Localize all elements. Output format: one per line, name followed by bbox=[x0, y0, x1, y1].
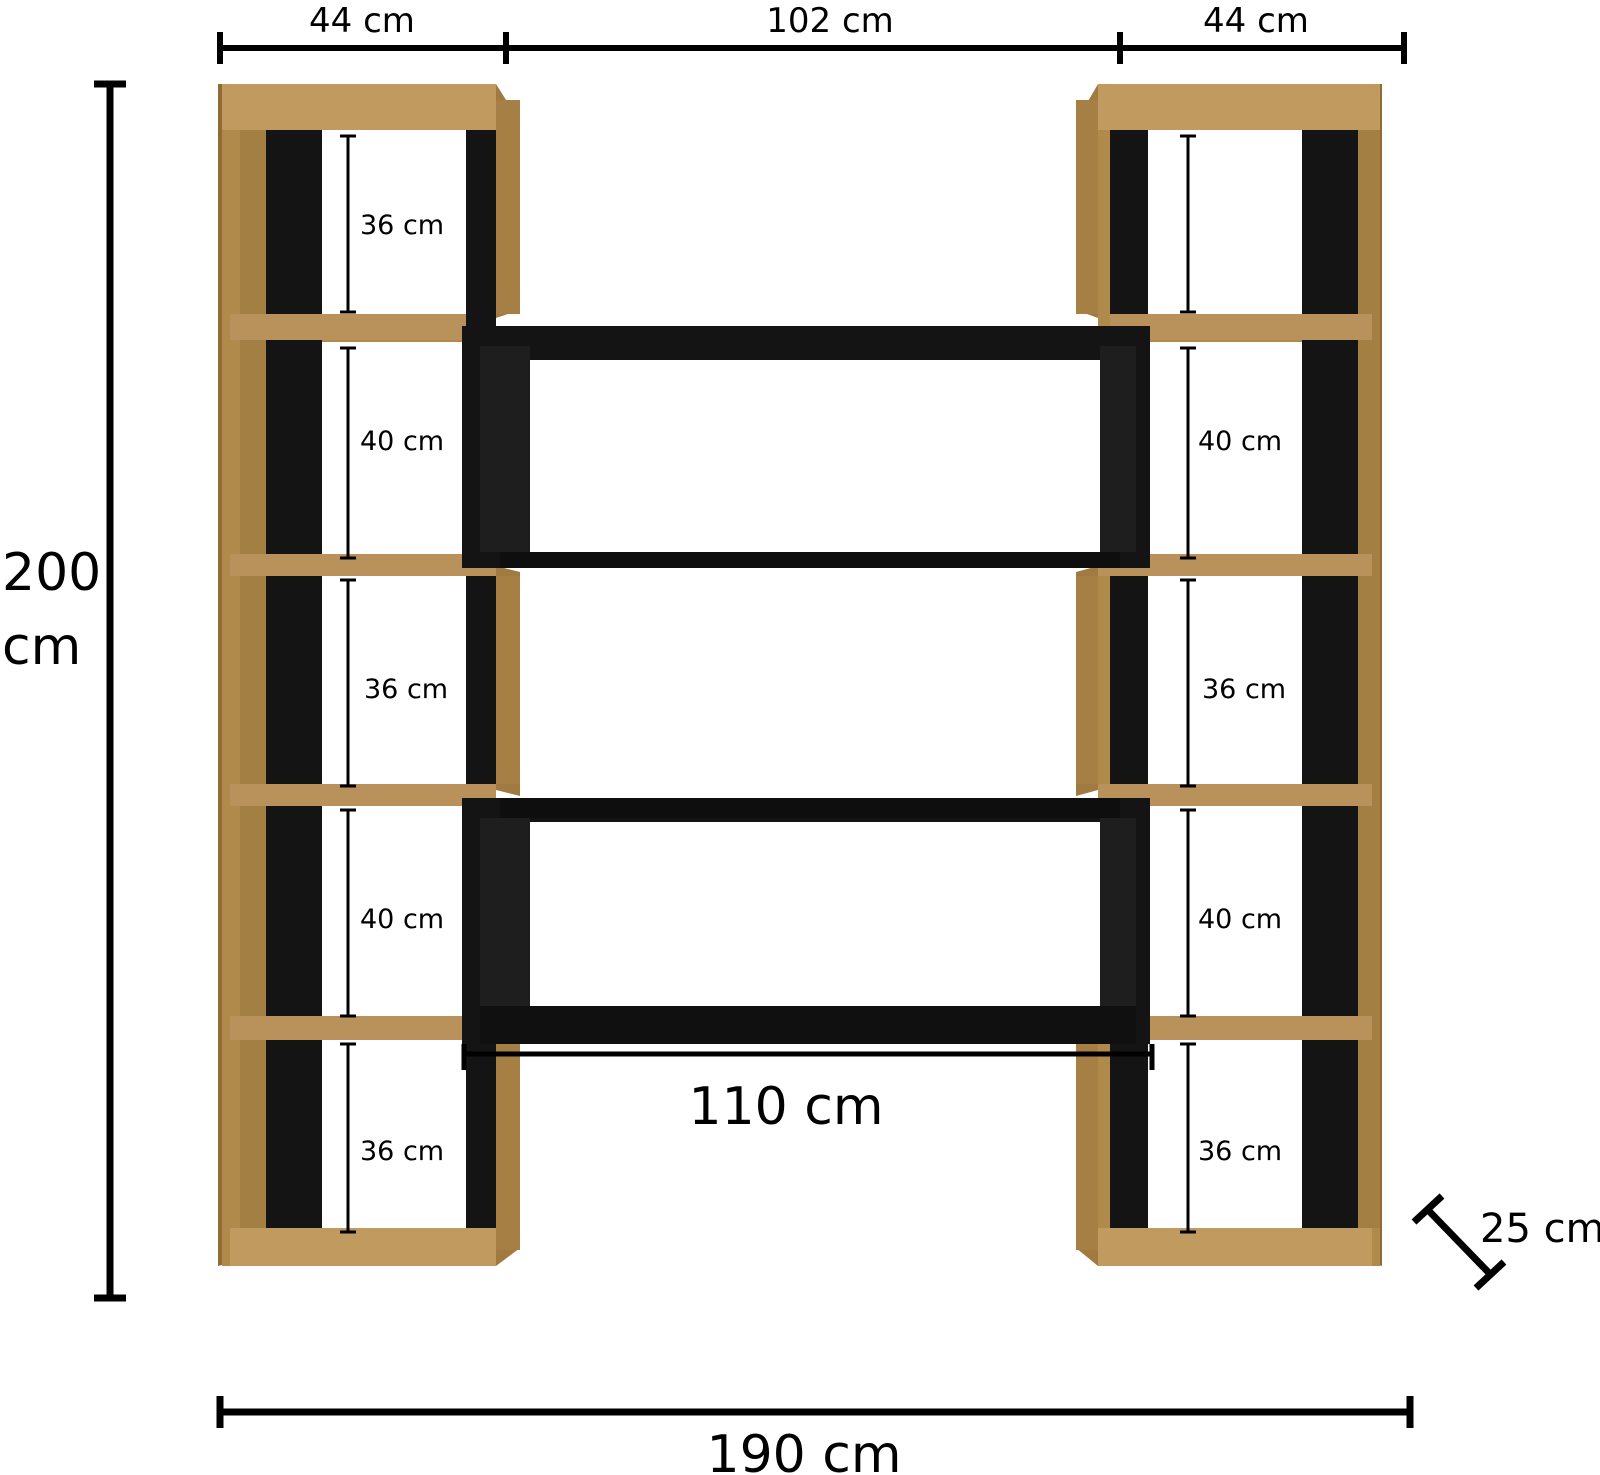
top-right-width-label: 44 cm bbox=[1203, 1, 1309, 41]
left-column-base bbox=[230, 1228, 496, 1266]
depth-dimension-line bbox=[1425, 1207, 1493, 1277]
top-left-width-label: 44 cm bbox=[309, 1, 415, 41]
upper-box-left-inner bbox=[480, 346, 530, 552]
total-width-label: 190 cm bbox=[706, 1425, 901, 1475]
total-width-dimension bbox=[216, 1396, 1414, 1428]
right-shelf-1 bbox=[1110, 314, 1372, 340]
upper-box-bottom-shelf bbox=[500, 552, 1120, 568]
left-shelf-3 bbox=[230, 784, 496, 806]
top-center-width-label: 102 cm bbox=[766, 1, 894, 41]
right-height-label-2: 36 cm bbox=[1202, 674, 1286, 705]
left-height-label-2: 40 cm bbox=[360, 426, 444, 457]
lower-box-right-inner bbox=[1100, 818, 1136, 1014]
height-dimension bbox=[94, 80, 126, 1302]
center-bottom-width-label: 110 cm bbox=[688, 1077, 883, 1137]
left-back-strip-inner bbox=[466, 130, 496, 1228]
upper-box-right-inner bbox=[1100, 346, 1136, 552]
right-height-labels: 40 cm 36 cm 40 cm 36 cm bbox=[1198, 426, 1286, 1167]
right-column-base bbox=[1098, 1228, 1372, 1266]
left-inner-edge-bottom bbox=[496, 1040, 520, 1250]
left-inner-wood-wall bbox=[240, 130, 266, 1228]
lower-box-bottom-shelf bbox=[480, 1006, 1136, 1044]
right-inner-edge-mid bbox=[1076, 576, 1098, 784]
right-column-top bbox=[1098, 84, 1380, 130]
right-height-markers bbox=[1180, 134, 1196, 1234]
left-height-label-3: 36 cm bbox=[364, 674, 448, 705]
left-height-labels: 36 cm 40 cm 36 cm 40 cm 36 cm bbox=[360, 210, 448, 1167]
left-height-label-5: 36 cm bbox=[360, 1136, 444, 1167]
right-wood-column bbox=[1076, 84, 1382, 1266]
right-opening-1 bbox=[1148, 130, 1302, 314]
right-shelf-3 bbox=[1098, 784, 1372, 806]
height-unit-label: cm bbox=[2, 617, 81, 677]
left-wood-column bbox=[218, 84, 520, 1266]
left-shelf-1 bbox=[230, 314, 466, 340]
right-inner-wood-wall bbox=[1358, 130, 1380, 1228]
right-opening-3 bbox=[1148, 576, 1302, 784]
right-height-label-1: 40 cm bbox=[1198, 426, 1282, 457]
lower-box-left-inner bbox=[480, 818, 530, 1014]
left-height-label-1: 36 cm bbox=[360, 210, 444, 241]
right-back-strip-inner bbox=[1110, 130, 1148, 1228]
right-opening-4 bbox=[1148, 806, 1302, 1016]
upper-box-opening bbox=[530, 360, 1100, 552]
left-shelf-4 bbox=[230, 1016, 466, 1040]
left-column-top bbox=[222, 84, 496, 130]
left-opening-5 bbox=[322, 1040, 466, 1228]
center-bottom-dimension bbox=[461, 1044, 1155, 1070]
top-dimension bbox=[217, 32, 1407, 64]
depth-dimension bbox=[1411, 1193, 1507, 1291]
center-black-lower-box bbox=[462, 798, 1150, 1044]
lower-box-top-shelf bbox=[500, 798, 1120, 818]
center-black-upper-box bbox=[462, 326, 1150, 568]
left-opening-4 bbox=[322, 806, 466, 1016]
right-shelf-2 bbox=[1098, 554, 1372, 576]
left-height-markers bbox=[340, 134, 356, 1234]
left-shelf-2 bbox=[230, 554, 496, 576]
right-height-label-4: 36 cm bbox=[1198, 1136, 1282, 1167]
left-opening-1 bbox=[322, 130, 466, 314]
left-opening-2 bbox=[322, 342, 466, 554]
right-back-strip-outer bbox=[1302, 130, 1358, 1228]
left-inner-edge-mid bbox=[496, 576, 520, 784]
right-shelf-4 bbox=[1148, 1016, 1372, 1040]
left-opening-3 bbox=[322, 576, 466, 784]
left-height-label-4: 40 cm bbox=[360, 904, 444, 935]
left-inner-edge-top bbox=[496, 100, 520, 314]
left-back-strip-outer bbox=[266, 130, 322, 1228]
right-height-label-3: 40 cm bbox=[1198, 904, 1282, 935]
height-value-label: 200 bbox=[2, 543, 101, 603]
right-opening-5 bbox=[1148, 1040, 1302, 1228]
right-inner-edge-top bbox=[1076, 100, 1098, 314]
right-inner-edge-bottom bbox=[1076, 1040, 1098, 1250]
depth-label: 25 cm bbox=[1480, 1206, 1600, 1252]
lower-box-opening bbox=[530, 822, 1100, 1006]
right-opening-2 bbox=[1148, 342, 1302, 554]
